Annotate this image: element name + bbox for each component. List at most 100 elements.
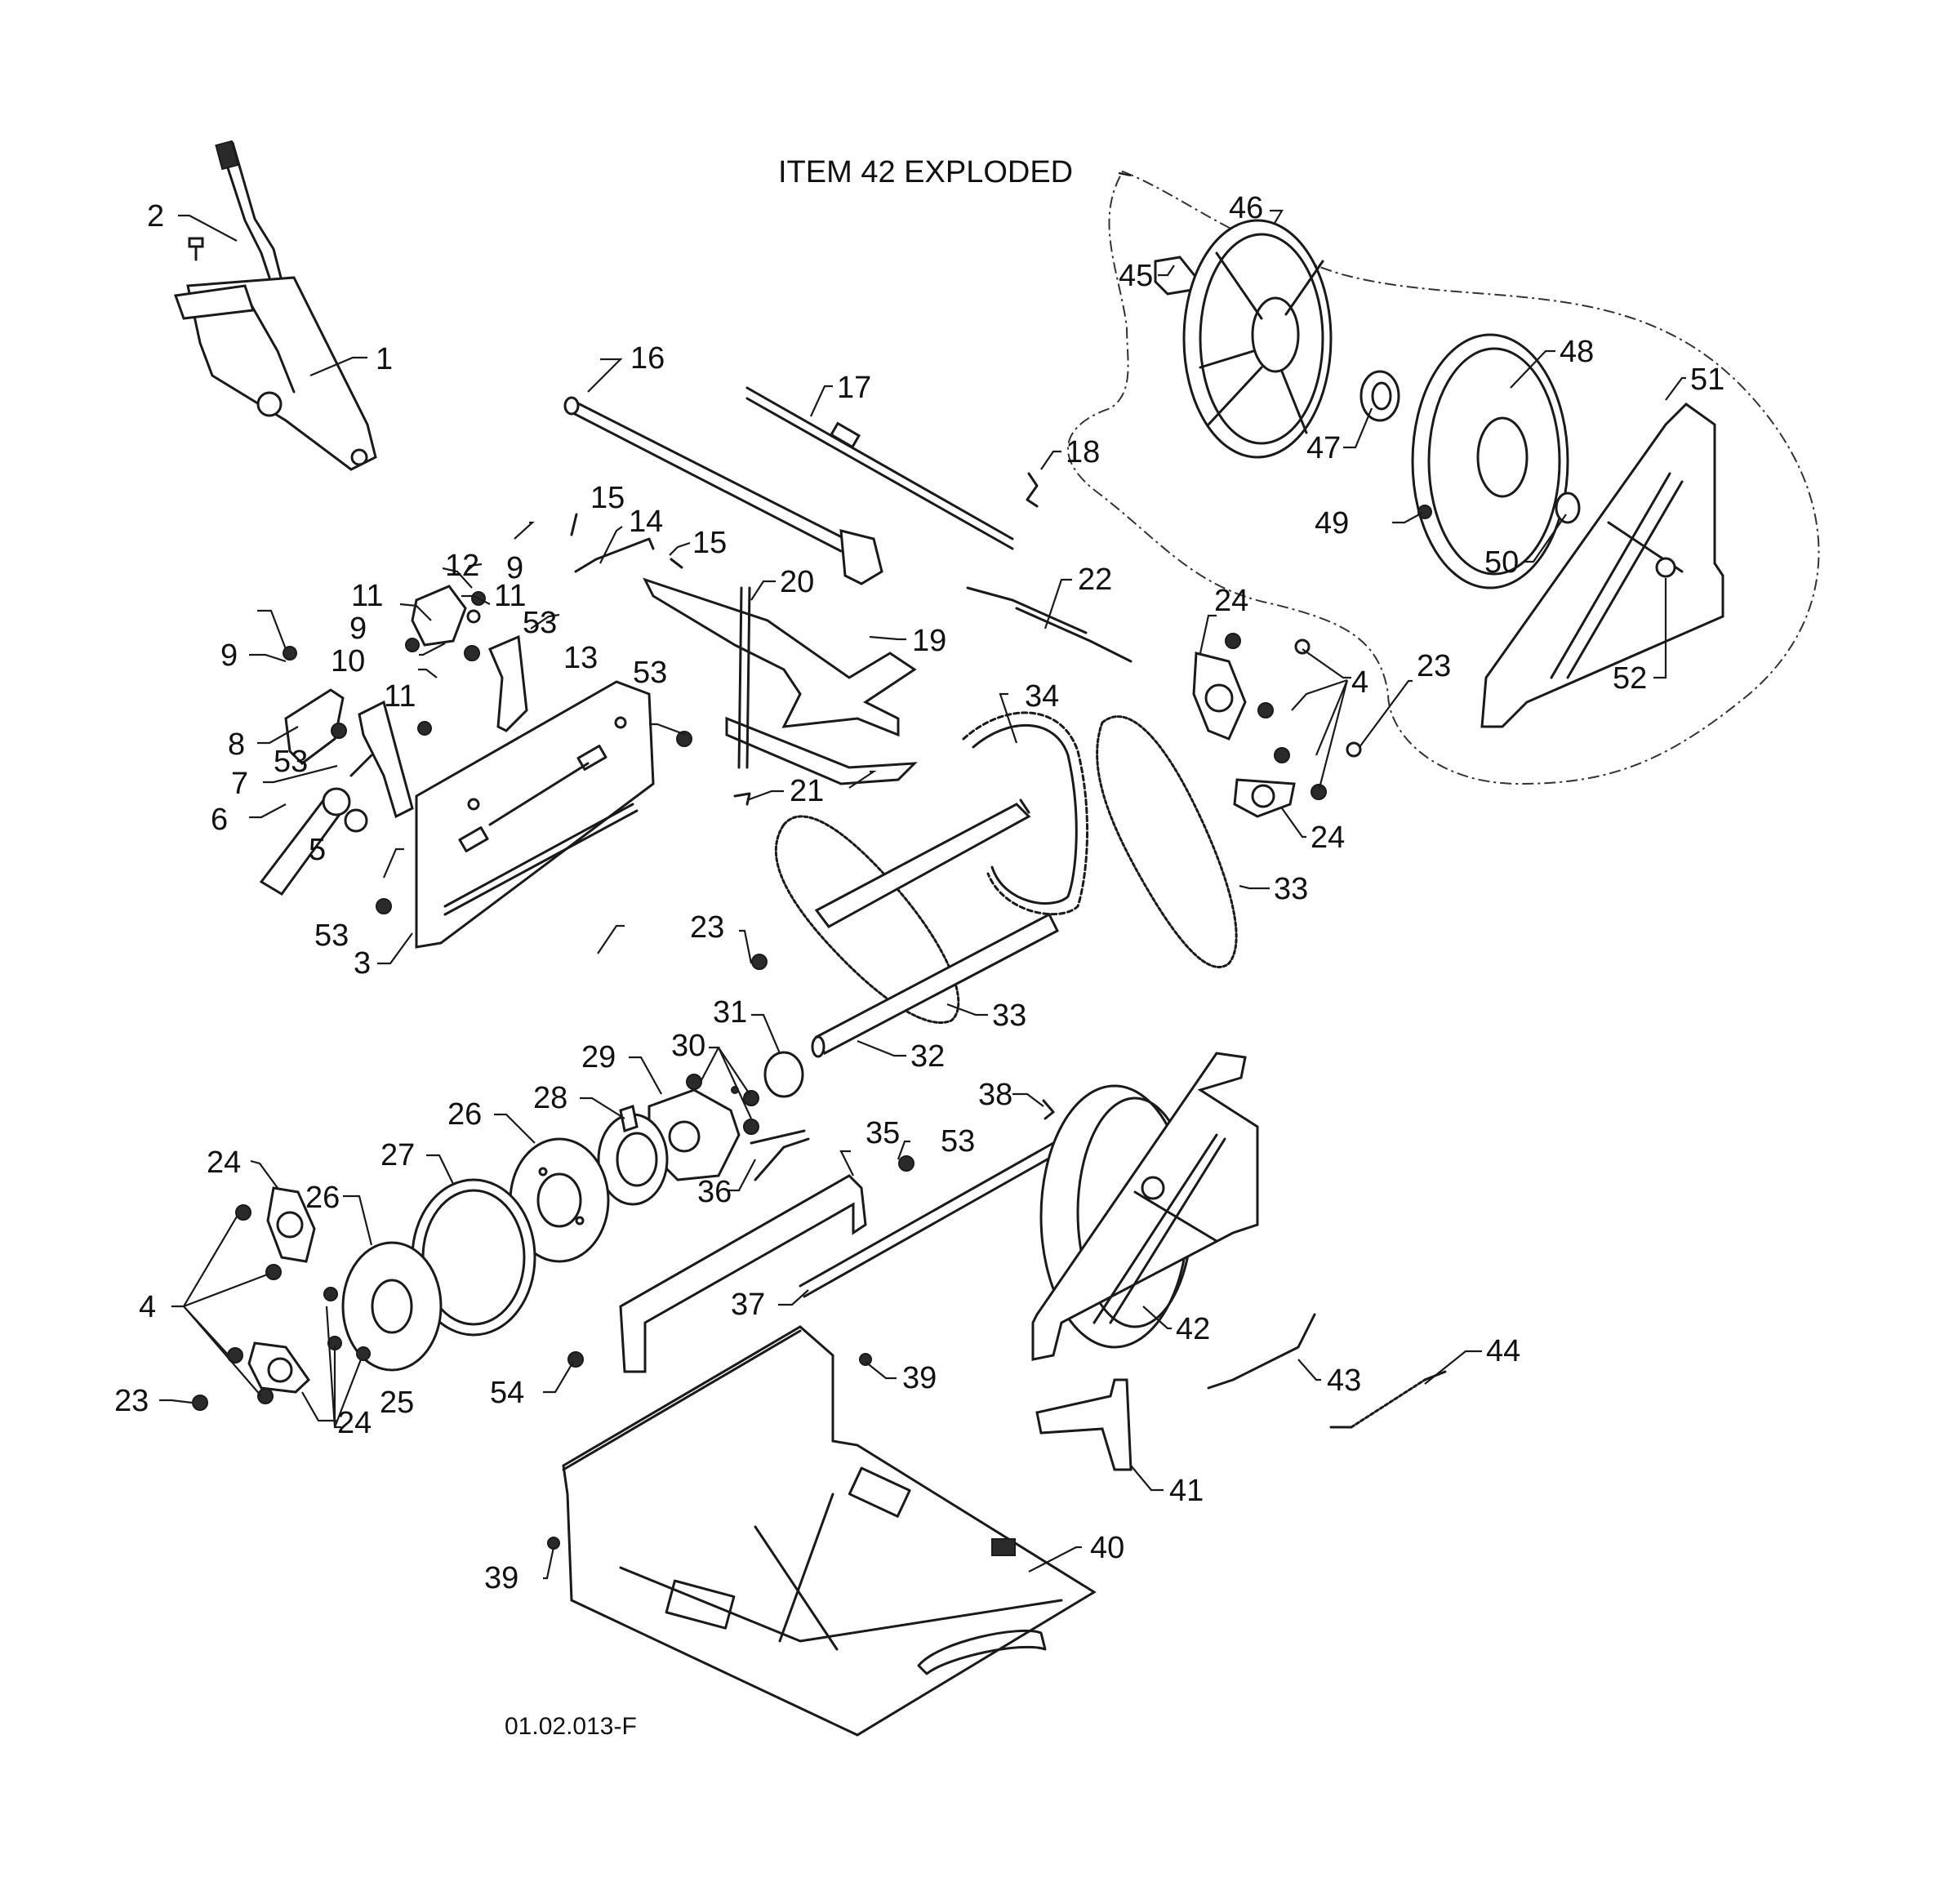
callout-11a: 11	[351, 579, 383, 613]
callout-6: 6	[211, 803, 228, 837]
pin-7	[349, 754, 373, 777]
callout-53c: 53	[633, 656, 667, 690]
hub-28	[597, 1105, 669, 1206]
hardware-right	[1225, 633, 1362, 800]
pin-15a	[570, 513, 578, 536]
callout-23b: 23	[690, 910, 724, 945]
callout-3: 3	[354, 946, 371, 981]
chain-33-left	[774, 815, 960, 1024]
callout-19: 19	[912, 624, 946, 658]
disc-26-lower	[341, 1241, 443, 1372]
bearing-24-upper-left	[266, 1186, 316, 1263]
pin-15b	[670, 558, 683, 569]
callout-24b: 24	[1311, 821, 1345, 855]
callout-15a: 15	[590, 481, 625, 515]
callout-9a: 9	[220, 638, 238, 673]
bracket-35	[619, 1174, 867, 1373]
callout-33a: 33	[1274, 872, 1308, 906]
chain-33-right	[1096, 715, 1238, 968]
plate-8	[284, 688, 345, 765]
rod-37	[799, 1141, 1059, 1298]
callout-41: 41	[1169, 1474, 1204, 1508]
callout-26a: 26	[447, 1097, 482, 1132]
callout-33b: 33	[992, 999, 1026, 1033]
callout-51: 51	[1690, 363, 1724, 397]
callout-32: 32	[910, 1039, 945, 1074]
shaft-32	[811, 912, 1059, 1058]
callout-14: 14	[629, 505, 663, 539]
callout-4b: 4	[139, 1290, 156, 1324]
callout-53a: 53	[523, 606, 557, 640]
leader-lines	[159, 209, 1686, 1580]
callout-21: 21	[790, 774, 824, 808]
callout-24c: 24	[207, 1146, 241, 1180]
spring-43	[1207, 1313, 1316, 1390]
callout-49: 49	[1315, 506, 1349, 541]
callout-12: 12	[445, 549, 479, 583]
callout-53d: 53	[314, 919, 349, 953]
snap-ring-31	[763, 1051, 804, 1098]
callout-11b: 11	[494, 579, 526, 613]
callout-11c: 11	[384, 679, 416, 714]
callout-4a: 4	[1351, 665, 1368, 700]
callout-52: 52	[1613, 661, 1647, 696]
callout-20: 20	[780, 565, 814, 599]
exploded-title-leader	[1118, 171, 1132, 177]
callout-7: 7	[231, 767, 248, 801]
bearing-24-lower-right	[1233, 778, 1296, 818]
clip-21	[733, 792, 751, 806]
callout-9c: 9	[506, 551, 523, 585]
hardware	[283, 591, 914, 1550]
callout-numbers: 1 2 3 4 4 5 6 7 8 9 9 9 10 11 11 11 12 1…	[114, 191, 1724, 1595]
callout-48: 48	[1560, 335, 1594, 369]
callout-24a: 24	[1214, 584, 1248, 618]
mounting-plate	[415, 680, 655, 949]
callout-9b: 9	[349, 612, 367, 646]
washer-5	[344, 808, 368, 833]
callout-16: 16	[630, 341, 665, 376]
callout-54: 54	[490, 1376, 524, 1410]
clip-18	[1026, 472, 1039, 508]
callout-2: 2	[147, 199, 164, 234]
screw-49	[1417, 505, 1432, 519]
callout-22: 22	[1078, 563, 1112, 597]
callout-43: 43	[1327, 1363, 1361, 1398]
upper-shaft	[814, 799, 1031, 928]
pulley-housing-42	[1031, 1052, 1259, 1361]
callout-42: 42	[1176, 1312, 1210, 1346]
callout-38: 38	[978, 1078, 1012, 1112]
drawing-number: 01.02.013-F	[505, 1713, 637, 1740]
callout-23a: 23	[1417, 649, 1451, 683]
callout-24d: 24	[337, 1406, 372, 1440]
bracket-13	[488, 634, 528, 732]
hardware-left	[192, 1204, 371, 1411]
callout-45: 45	[1119, 259, 1153, 293]
callout-23c: 23	[114, 1384, 149, 1418]
callout-39a: 39	[902, 1361, 937, 1395]
bearing-24-upper-right	[1192, 652, 1247, 741]
callout-8: 8	[228, 727, 245, 762]
callout-46: 46	[1229, 191, 1263, 225]
bushing-50	[1555, 492, 1581, 524]
cover-40	[562, 1325, 1097, 1737]
callout-50: 50	[1484, 545, 1519, 580]
bracket-10	[358, 700, 414, 819]
callout-27: 27	[380, 1138, 415, 1172]
callout-15b: 15	[692, 526, 727, 560]
callout-5: 5	[309, 833, 326, 867]
link-rod-17	[745, 386, 1014, 550]
callout-37: 37	[731, 1288, 765, 1322]
bearing-47	[1359, 370, 1400, 422]
clip-38	[1042, 1099, 1055, 1120]
spring-36	[750, 1129, 810, 1181]
callout-26b: 26	[305, 1181, 340, 1215]
spring-22	[966, 586, 1133, 663]
shaft-20	[737, 586, 751, 769]
callout-53e: 53	[941, 1124, 975, 1159]
callout-44: 44	[1486, 1334, 1520, 1368]
callout-13: 13	[563, 641, 598, 675]
shift-lever-assembly	[173, 140, 377, 471]
bearing-24-lower-left	[247, 1341, 310, 1394]
bolts-30	[686, 1074, 759, 1135]
